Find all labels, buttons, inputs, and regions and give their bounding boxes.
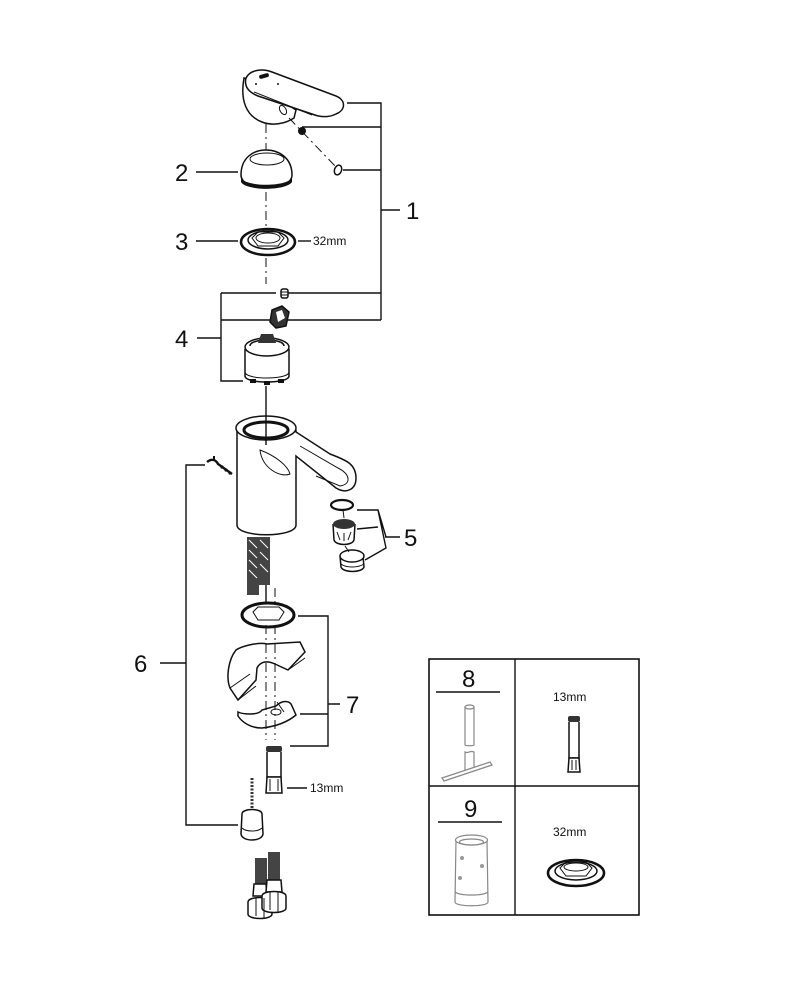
tool-size-13mm: 13mm xyxy=(553,690,586,704)
cartridge-screw xyxy=(280,288,289,299)
callout-4-leader xyxy=(197,292,276,382)
callout-5-leader xyxy=(356,509,400,561)
callout-7-leader xyxy=(290,615,340,747)
tool-size-32mm: 32mm xyxy=(553,825,586,839)
dimension-13mm: 13mm xyxy=(310,781,343,795)
threaded-stud xyxy=(265,746,283,794)
mounting-gasket xyxy=(227,641,306,702)
callout-2: 2 xyxy=(175,160,188,187)
supply-hoses xyxy=(247,537,270,595)
callout-1: 1 xyxy=(406,198,419,225)
faucet-body xyxy=(235,412,357,536)
callout-7: 7 xyxy=(346,692,359,719)
callout-5: 5 xyxy=(404,525,417,552)
pop-up-lever-hook xyxy=(206,456,233,475)
cartridge-adapter xyxy=(269,305,290,329)
callout-6-leader xyxy=(160,464,238,826)
tool-number-8: 8 xyxy=(462,666,475,693)
callout-4: 4 xyxy=(175,326,188,353)
aerator-washer xyxy=(329,498,355,512)
tool-number-9: 9 xyxy=(464,796,477,823)
callout-1-leader xyxy=(285,102,400,321)
socket-wrench-32mm-tool xyxy=(454,834,489,907)
pop-up-rod xyxy=(240,778,264,841)
mounting-seal-ring xyxy=(240,601,296,629)
nut-32mm-tool xyxy=(546,858,606,888)
aerator-housing xyxy=(339,549,365,573)
callout-6: 6 xyxy=(134,651,147,678)
t-wrench-tool xyxy=(441,704,493,782)
cover-cap xyxy=(240,149,293,189)
clamp-plate xyxy=(237,700,297,729)
callout-3: 3 xyxy=(175,229,188,256)
tool-row-8: 8 13mm xyxy=(436,666,586,782)
tool-row-9: 9 32mm xyxy=(438,796,606,907)
socket-13mm-tool xyxy=(567,716,581,773)
hose-connectors xyxy=(247,852,287,920)
aerator-insert xyxy=(332,519,356,546)
lever-handle xyxy=(242,69,345,125)
screw-cap xyxy=(333,164,343,176)
cartridge xyxy=(244,334,290,385)
cartridge-nut xyxy=(239,227,297,257)
dimension-32mm: 32mm xyxy=(313,234,346,248)
